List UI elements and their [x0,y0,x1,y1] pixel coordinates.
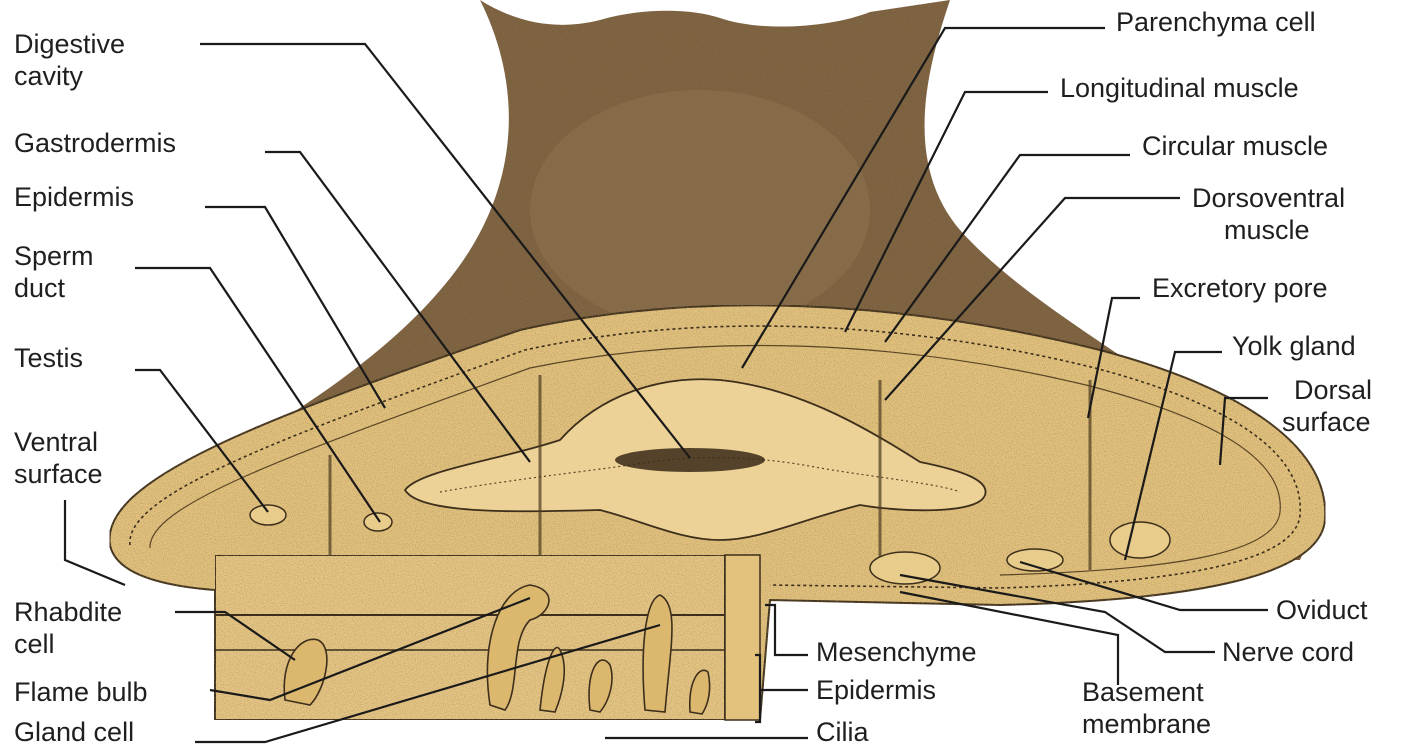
label-oviduct: Oviduct [1276,594,1368,626]
label-longitudinal-muscle: Longitudinal muscle [1060,72,1299,104]
label-gland-cell: Gland cell [14,716,134,748]
label-line: Sperm [14,240,94,272]
epidermis-inset [215,555,760,720]
label-mesenchyme: Mesenchyme [816,636,977,668]
label-cilia: Cilia [816,716,869,748]
label-line: surface [1282,406,1372,438]
label-epidermis-left: Epidermis [14,181,134,213]
label-circular-muscle: Circular muscle [1142,130,1328,162]
digestive-cavity-slit [615,448,765,472]
testis-organ [250,505,286,525]
label-line: membrane [1082,708,1211,740]
upper-body-highlight [530,90,870,330]
sperm-duct-organ [364,513,392,531]
label-line: muscle [1192,214,1345,246]
leader-mesenchyme-bracket [765,605,808,655]
label-line: Rhabdite [14,596,122,628]
label-nerve-cord: Nerve cord [1222,636,1354,668]
label-testis: Testis [14,342,83,374]
label-rhabdite-cell: Rhabdite cell [14,596,122,660]
label-line: cell [14,628,122,660]
label-line: duct [14,272,94,304]
label-flame-bulb: Flame bulb [14,676,148,708]
label-parenchyma-cell: Parenchyma cell [1116,6,1316,38]
label-epidermis-bottom: Epidermis [816,674,936,706]
label-ventral-surface: Ventral surface [14,426,103,490]
oviduct-organ [1007,549,1063,571]
yolk-gland-organ [1110,522,1170,558]
label-sperm-duct: Sperm duct [14,240,94,304]
label-gastrodermis: Gastrodermis [14,127,176,159]
nerve-cord-organ [870,552,940,584]
label-line: surface [14,458,103,490]
label-line: Digestive [14,28,125,60]
label-dorsoventral-muscle: Dorsoventral muscle [1192,182,1345,246]
label-line: Ventral [14,426,103,458]
label-line: Dorsal [1282,374,1372,406]
label-yolk-gland: Yolk gland [1232,330,1356,362]
label-line: Dorsoventral [1192,182,1345,214]
label-line: cavity [14,60,125,92]
label-digestive-cavity: Digestive cavity [14,28,125,92]
label-excretory-pore: Excretory pore [1152,272,1328,304]
label-dorsal-surface: Dorsal surface [1282,374,1372,438]
label-line: Basement [1082,676,1211,708]
label-basement-membrane: Basement membrane [1082,676,1211,740]
